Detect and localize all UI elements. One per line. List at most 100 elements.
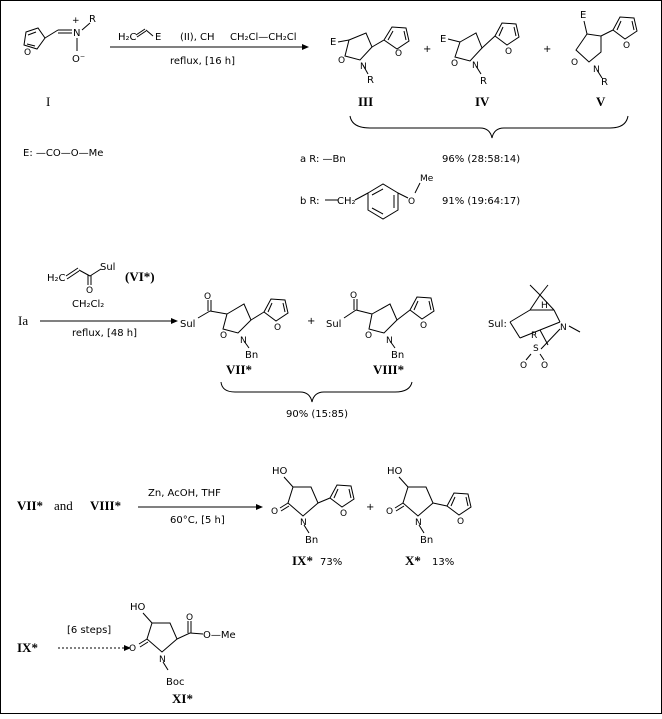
reagents-3: Zn, AcOH, THF	[148, 488, 221, 499]
vii-carbonyl-o: O	[204, 292, 211, 302]
e-definition: E: —CO—O—Me	[23, 148, 103, 159]
scheme-4: IX* [6 steps] HO O N Boc O O—Me XI*	[17, 602, 236, 706]
start-label-VII: VII*	[17, 498, 43, 513]
x-bn: Bn	[420, 535, 433, 546]
sultam-o2: O	[541, 361, 548, 371]
ix-bn: Bn	[305, 535, 318, 546]
compound-label-IV: IV	[475, 94, 490, 109]
sultam-h: H	[541, 301, 548, 311]
row-a-yield: 96% (28:58:14)	[442, 154, 520, 165]
reagent-h2c: H₂C	[118, 32, 137, 43]
vii-o: O	[220, 331, 227, 341]
sultam-n: N	[560, 323, 567, 333]
yield-2: 90% (15:85)	[286, 409, 348, 420]
pmb-o: O	[408, 197, 415, 207]
xi-ho: HO	[130, 602, 146, 613]
iv-o: O	[451, 59, 458, 69]
xi-boc: Boc	[166, 677, 184, 688]
row-a-label: a R: —Bn	[300, 154, 346, 165]
svg-text:CH₂: CH₂	[337, 196, 356, 207]
plus-3: +	[307, 316, 315, 327]
start-label-VIII: VIII*	[90, 498, 121, 513]
sultam-structure: H R N S O O	[509, 284, 581, 371]
iv-e: E	[440, 34, 446, 45]
nitrone-oxide: O⁻	[72, 54, 85, 65]
iv-r: R	[480, 76, 487, 87]
x-furan-o: O	[457, 517, 464, 527]
v-e: E	[580, 10, 586, 21]
viii-sul: Sul	[326, 319, 341, 330]
solvent-2: CH₂Cl₂	[72, 299, 104, 310]
iii-furan-o: O	[395, 49, 402, 59]
x-ho: HO	[387, 466, 403, 477]
start-label-IX: IX*	[17, 640, 38, 655]
scheme-3: VII* and VIII* Zn, AcOH, THF 60°C, [5 h]…	[17, 466, 472, 568]
sultam-s: S	[533, 344, 539, 354]
reagent-e: E	[155, 32, 161, 43]
scheme-2: H₂C O Sul (VI*) CH₂Cl₂ Ia reflux, [48 h]…	[18, 262, 581, 420]
arrow-head-1	[302, 44, 309, 50]
reagent-carbonyl-o: O	[86, 286, 93, 296]
compound-label-VII: VII*	[226, 362, 252, 377]
product-XI-structure: HO O N Boc O O—Me	[129, 602, 236, 688]
x-n: N	[415, 518, 422, 528]
viii-furan-o: O	[420, 321, 427, 331]
viii-o: O	[365, 331, 372, 341]
pmb-structure: CH₂ O Me	[325, 174, 434, 220]
conditions-1: reflux, [16 h]	[170, 56, 235, 67]
ix-ho: HO	[272, 466, 288, 477]
nitrone-r-group: R	[89, 14, 96, 25]
arrow-head-3	[256, 504, 263, 510]
product-X-structure: HO O N Bn O	[386, 466, 472, 546]
reagent-sul: Sul	[100, 262, 115, 273]
arrow-head-4	[124, 645, 131, 651]
compound-label-VIII: VIII*	[373, 362, 404, 377]
furan-oxygen: O	[24, 48, 31, 58]
sul-definition: Sul:	[488, 319, 507, 330]
product-V-structure: E O N R O	[571, 10, 638, 88]
plus-2: +	[543, 44, 551, 55]
vii-n: N	[240, 336, 247, 346]
sultam-r-label: R	[531, 331, 537, 341]
ix-carbonyl-o: O	[271, 507, 278, 517]
iii-e: E	[330, 37, 336, 48]
compound-label-IX: IX*	[292, 553, 313, 568]
product-VIII-structure: Sul O O N Bn O	[326, 291, 435, 361]
ix-furan-o: O	[340, 509, 347, 519]
nitrone-charge: +	[72, 16, 80, 26]
compound-label-I: I	[46, 94, 50, 109]
iii-n: N	[360, 62, 367, 72]
nitrone-furan-ring: O	[23, 27, 46, 58]
plus-1: +	[423, 44, 431, 55]
v-o: O	[571, 58, 578, 68]
scheme-1: O N + R O⁻ I H₂C E (II), CH CH₂Cl—CH₂Cl …	[23, 10, 638, 220]
viii-n: N	[386, 336, 393, 346]
xi-ome: O—Me	[203, 630, 236, 641]
v-n: N	[593, 65, 600, 75]
v-furan-o: O	[623, 41, 630, 51]
reagent-solvent-a: (II), CH	[180, 32, 215, 43]
nitrone-n-atom: N	[73, 28, 80, 39]
xi-n: N	[159, 655, 166, 665]
compound-label-V: V	[596, 94, 606, 109]
yield-X: 13%	[432, 557, 454, 568]
iv-n: N	[472, 61, 479, 71]
sultam-o1: O	[520, 361, 527, 371]
xi-ester-o: O	[186, 613, 193, 623]
conditions-2: reflux, [48 h]	[72, 328, 137, 339]
viii-carbonyl-o: O	[350, 291, 357, 301]
reagent-solvent-b: CH₂Cl—CH₂Cl	[230, 32, 297, 43]
plus-4: +	[366, 502, 374, 513]
xi-carbonyl-o: O	[129, 644, 136, 654]
and-text: and	[54, 498, 73, 513]
compound-label-X: X*	[405, 553, 421, 568]
v-r: R	[601, 77, 608, 88]
row-b-label: b R:	[300, 196, 320, 207]
vii-furan-o: O	[274, 323, 281, 333]
product-brace-2	[220, 381, 413, 403]
reagent-label-VI: (VI*)	[125, 269, 155, 284]
iii-r: R	[367, 75, 374, 86]
product-IV-structure: E O N R O	[440, 22, 520, 87]
